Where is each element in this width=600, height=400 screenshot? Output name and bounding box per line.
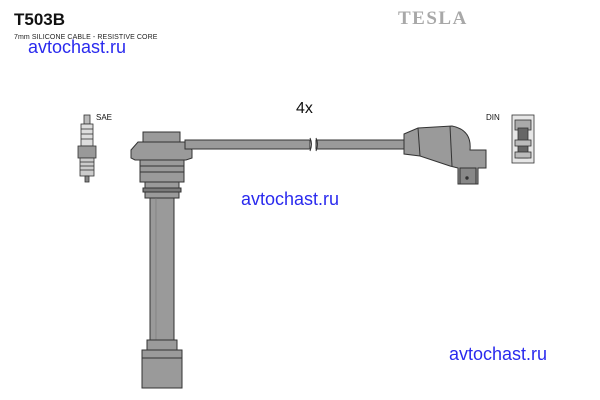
din-label: DIN xyxy=(486,113,500,122)
cable-spec-subtitle: 7mm SILICONE CABLE - RESISTIVE CORE xyxy=(14,34,158,41)
plug-boot-straight xyxy=(130,131,193,389)
brand-logo: TESLA xyxy=(398,8,468,29)
cable xyxy=(184,137,409,152)
sae-label: SAE xyxy=(96,113,113,122)
part-number-title: T503B xyxy=(14,10,66,29)
watermark-text: avtochast.ru xyxy=(28,37,127,57)
spark-plug-icon xyxy=(77,114,97,183)
quantity-label: 4x xyxy=(296,100,313,117)
plug-boot-angled xyxy=(403,125,487,185)
din-connector-icon xyxy=(511,114,535,164)
watermark-text: avtochast.ru xyxy=(449,344,548,364)
watermark-text: avtochast.ru xyxy=(241,189,340,209)
